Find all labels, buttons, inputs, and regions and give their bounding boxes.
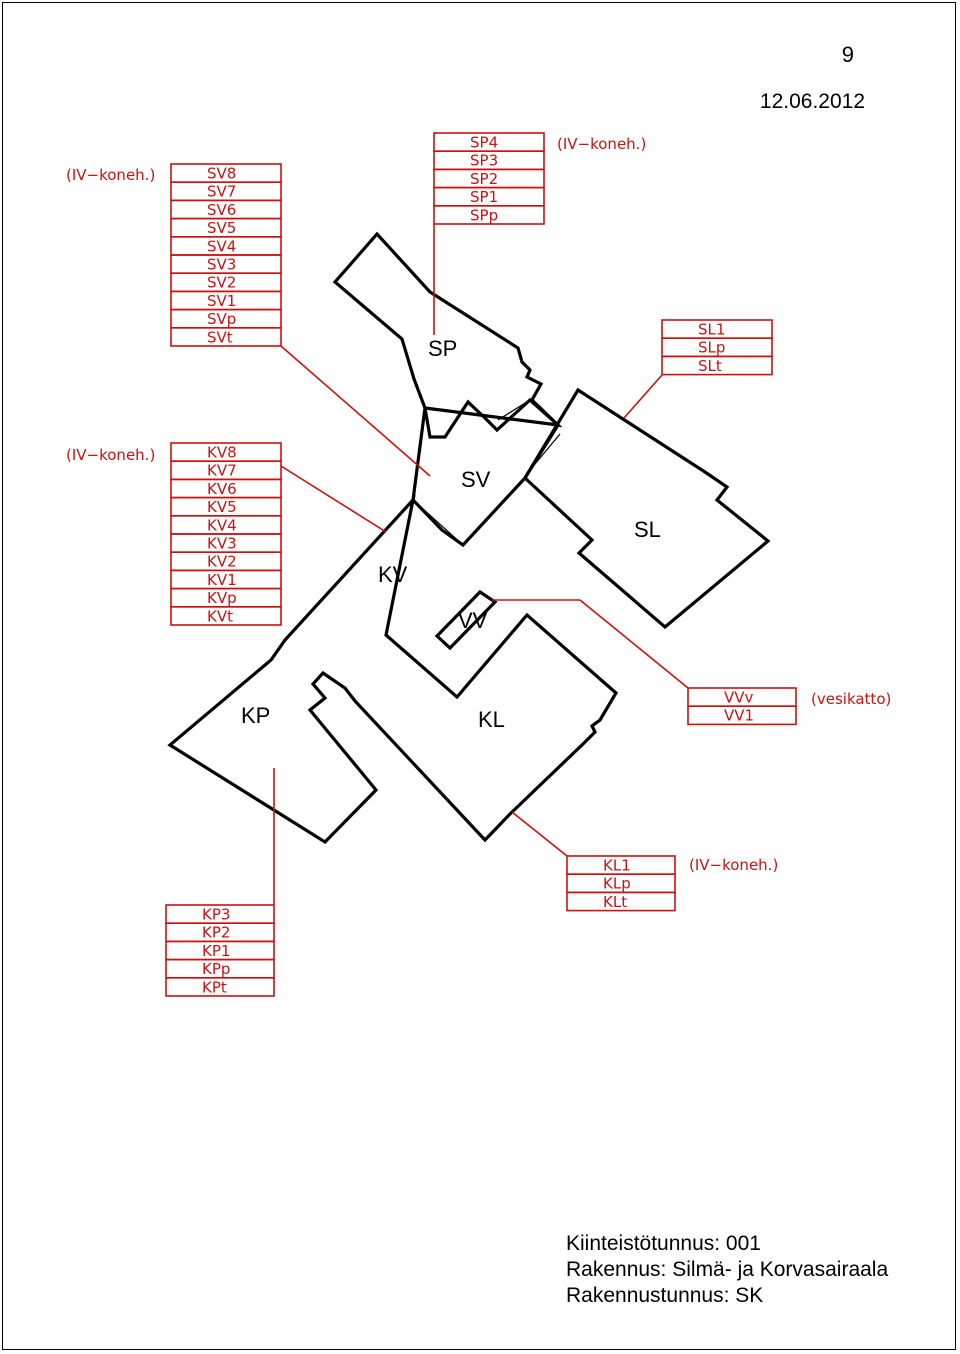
level-cell <box>165 976 275 997</box>
note-kv: (IV−koneh.) <box>66 446 155 464</box>
page-number: 9 <box>841 42 854 67</box>
level-cell <box>566 891 676 912</box>
level-label: SPp <box>470 206 498 224</box>
level-label: KV2 <box>207 553 237 571</box>
level-cell <box>661 355 773 376</box>
level-label: KP1 <box>202 942 230 960</box>
level-label: SV1 <box>207 292 236 310</box>
level-label: VV1 <box>724 707 754 725</box>
level-label: SVt <box>207 328 233 346</box>
zone-label-sl: SL <box>634 517 661 542</box>
level-cell <box>433 205 545 225</box>
wing-vv-outline <box>434 589 498 651</box>
level-label: SV5 <box>207 219 236 237</box>
title-block: Kiinteistötunnus: 001 Rakennus: Silmä- j… <box>566 1231 888 1309</box>
note-sv: (IV−koneh.) <box>66 166 155 184</box>
property-id: Kiinteistötunnus: 001 <box>566 1232 761 1255</box>
level-label: SV7 <box>207 183 236 201</box>
level-label: KLp <box>603 875 631 893</box>
level-cell <box>687 705 797 726</box>
level-label: KVt <box>207 607 233 625</box>
level-label: SLt <box>698 357 722 375</box>
level-label: KPp <box>202 960 230 978</box>
level-label: KV1 <box>207 571 237 589</box>
level-label: SP4 <box>470 134 498 152</box>
level-label: SP3 <box>470 152 498 170</box>
building-id: Rakennustunnus: SK <box>566 1284 764 1307</box>
level-label: KPt <box>202 978 227 996</box>
zone-label-sp: SP <box>428 336 457 361</box>
level-label: KVp <box>207 589 237 607</box>
level-label: KL1 <box>603 857 631 875</box>
level-label: SL1 <box>698 321 725 339</box>
level-label: SV2 <box>207 274 236 292</box>
level-label: KV6 <box>207 480 237 498</box>
wing-kv-kl-kp-outline <box>167 494 619 845</box>
level-cell <box>170 605 282 626</box>
level-label: KV5 <box>207 498 237 516</box>
level-label: KV8 <box>207 444 237 462</box>
level-label: KV3 <box>207 535 237 553</box>
level-label: SV3 <box>207 256 236 274</box>
note-vv: (vesikatto) <box>811 690 891 708</box>
level-label: SV8 <box>207 165 236 183</box>
level-label: KP2 <box>202 924 230 942</box>
zone-label-kv: KV <box>378 562 408 587</box>
level-label: KV7 <box>207 462 237 480</box>
wing-sp-outline <box>332 231 563 428</box>
level-label: SP2 <box>470 170 498 188</box>
level-label: SLp <box>698 339 725 357</box>
zone-label-kp: KP <box>241 703 270 728</box>
level-label: SV4 <box>207 237 236 255</box>
level-label: SP1 <box>470 188 498 206</box>
wing-sl-outline <box>522 387 771 630</box>
leader-lines <box>273 224 689 905</box>
building-outline <box>167 231 771 845</box>
level-label: SV6 <box>207 201 236 219</box>
note-sp: (IV−koneh.) <box>557 135 646 153</box>
note-kl: (IV−koneh.) <box>689 856 778 874</box>
zone-label-kl: KL <box>478 707 505 732</box>
building-name: Rakennus: Silmä- ja Korvasairaala <box>566 1258 889 1281</box>
zone-label-sv: SV <box>461 467 491 492</box>
level-label: KV4 <box>207 516 237 534</box>
drawing-date: 12.06.2012 <box>759 90 865 113</box>
level-label: KLt <box>603 893 627 911</box>
level-label: VVv <box>724 689 754 707</box>
level-label: SVp <box>207 310 236 328</box>
level-label: KP3 <box>202 906 230 924</box>
level-cell <box>170 326 282 347</box>
zone-label-vv: VV <box>458 608 488 633</box>
